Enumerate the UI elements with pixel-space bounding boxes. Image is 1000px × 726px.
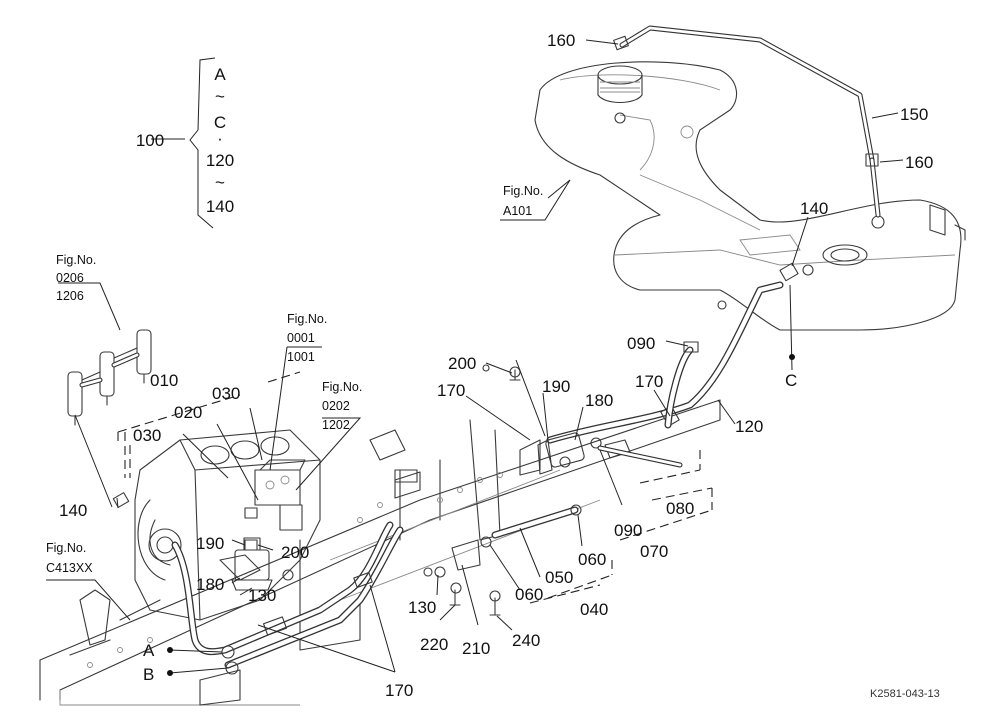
fig-ref-label: Fig.No. (46, 541, 86, 555)
part-label: 150 (900, 105, 928, 124)
part-label: 030 (212, 384, 240, 403)
part-label: 130 (248, 586, 276, 605)
part-label: A (143, 641, 155, 660)
part-label: 170 (437, 381, 465, 400)
part-label: B (143, 665, 154, 684)
group-item-tilde-2: ~ (215, 173, 225, 192)
group-number-100: 100 (136, 131, 164, 150)
part-label: 200 (281, 543, 309, 562)
part-label: 140 (59, 501, 87, 520)
clips (112, 262, 799, 577)
hose-090-upper (664, 341, 699, 429)
part-label: 190 (542, 377, 570, 396)
fig-ref-label: Fig.No. (56, 253, 96, 267)
part-label: 040 (580, 600, 608, 619)
part-label: 170 (635, 372, 663, 391)
part-label: 190 (196, 534, 224, 553)
leader-lines (46, 39, 904, 674)
return-pipe-150 (613, 25, 881, 218)
part-label: 180 (585, 391, 613, 410)
pipe-080 (597, 445, 683, 468)
hose-050 (480, 504, 582, 548)
part-label: 050 (545, 568, 573, 587)
part-label: 170 (385, 681, 413, 700)
part-label: 220 (420, 635, 448, 654)
part-label: C (785, 371, 797, 390)
chassis-frame (39, 399, 721, 706)
fig-ref-c413xx: Fig.No. C413XX (46, 541, 93, 575)
part-label: 200 (448, 354, 476, 373)
fig-ref-code: A101 (503, 204, 532, 218)
part-label: 180 (196, 575, 224, 594)
group-outlines (117, 371, 713, 604)
drawing-code: K2581-043-13 (870, 688, 940, 700)
group-item-120: 120 (206, 151, 234, 170)
group-item-tilde-1: ~ (215, 87, 225, 106)
part-label: 160 (905, 153, 933, 172)
part-label: 130 (408, 598, 436, 617)
part-label: 240 (512, 631, 540, 650)
fig-ref-code: 0001 (287, 331, 315, 345)
fig-ref-code: 0206 (56, 271, 84, 285)
group-item-c: C (214, 113, 226, 132)
fig-ref-code: C413XX (46, 561, 93, 575)
part-label: 070 (640, 542, 668, 561)
fig-ref-code: 1206 (56, 289, 84, 303)
part-label: 210 (462, 639, 490, 658)
engine-block (134, 429, 321, 621)
part-label: 160 (547, 31, 575, 50)
fig-ref-0001: Fig.No. 0001 1001 (287, 312, 327, 364)
fig-ref-a101: Fig.No. A101 (503, 184, 543, 218)
fig-ref-code: 1001 (287, 350, 315, 364)
group-item-a: A (214, 65, 226, 84)
part-label: 030 (133, 426, 161, 445)
fuel-tank (534, 61, 966, 331)
bracket-210 (434, 366, 521, 616)
part-label: 020 (174, 403, 202, 422)
group-bracket-100 (189, 57, 216, 229)
part-label: 010 (150, 371, 178, 390)
part-label: 090 (627, 334, 655, 353)
hose-120 (546, 281, 784, 444)
part-label: 140 (800, 199, 828, 218)
part-label: 080 (666, 499, 694, 518)
part-label: 120 (735, 417, 763, 436)
group-item-dot: · (217, 129, 223, 148)
part-label: 060 (515, 585, 543, 604)
injection-nozzles (67, 329, 152, 426)
fig-ref-0206: Fig.No. 0206 1206 (56, 253, 96, 303)
fig-ref-code: 1202 (322, 418, 350, 432)
group-item-140: 140 (206, 197, 234, 216)
fig-ref-0202: Fig.No. 0202 1202 (322, 380, 362, 432)
fig-ref-code: 0202 (322, 399, 350, 413)
fig-ref-label: Fig.No. (287, 312, 327, 326)
fig-ref-label: Fig.No. (503, 184, 543, 198)
part-label: 090 (614, 521, 642, 540)
fig-ref-label: Fig.No. (322, 380, 362, 394)
part-label: 060 (578, 550, 606, 569)
